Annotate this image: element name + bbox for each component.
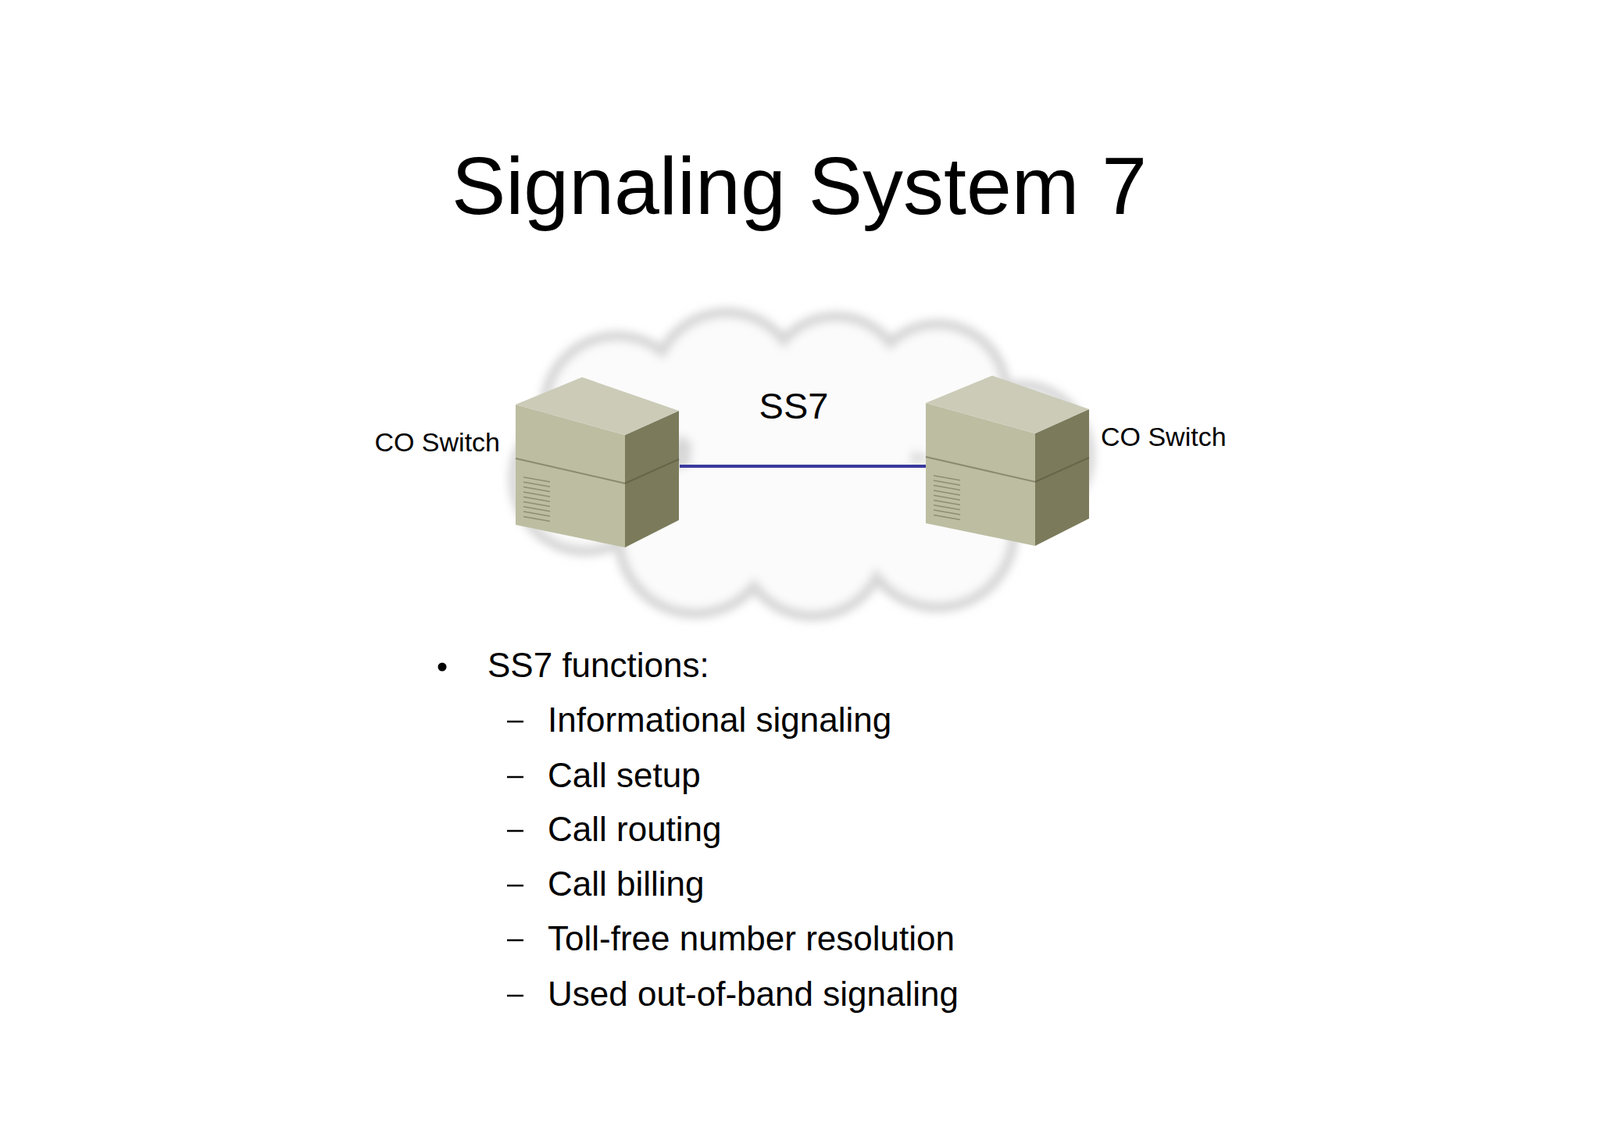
dash-mark	[507, 939, 524, 943]
switch-vent	[933, 485, 961, 491]
switch-divider	[625, 459, 679, 484]
dash-mark	[507, 830, 524, 833]
bullet-item: Toll-free number resolution	[547, 918, 955, 961]
switch-divider	[515, 458, 625, 484]
switch-vent	[933, 480, 961, 486]
slide-title: Signaling System 7	[451, 137, 1147, 236]
switch-vent	[933, 475, 961, 481]
signaling-link	[679, 464, 926, 468]
switch-vent	[523, 477, 550, 483]
bullet-item: Call billing	[547, 864, 705, 906]
switch-vent	[523, 496, 550, 502]
switch-box: CO Switch	[515, 377, 680, 550]
cloud-shadow	[508, 307, 1095, 622]
dash-mark	[507, 721, 524, 724]
bullet-item: Used out-of-band signaling	[547, 974, 959, 1016]
switch-vent	[933, 510, 961, 515]
switch-box: CO Switch	[925, 375, 1090, 548]
network-cloud: SS7 CO Switch CO Switch	[500, 310, 1102, 618]
dash-mark	[507, 776, 524, 779]
switch-divider	[1035, 457, 1090, 483]
switch-top	[515, 377, 679, 436]
switch-vent	[523, 502, 550, 508]
switch-vent	[523, 487, 550, 493]
switch-vent	[933, 490, 961, 496]
switch-vent	[523, 492, 550, 497]
switch-vent	[933, 514, 961, 520]
switch-vent	[933, 500, 961, 506]
cloud-puff	[689, 352, 912, 575]
switch-illustration	[925, 375, 1090, 548]
switch-vent	[523, 482, 550, 487]
switch-vent	[523, 511, 550, 517]
bullet-heading: SS7 functions:	[487, 645, 710, 687]
bullet-item: Informational signaling	[547, 700, 892, 742]
switch-illustration	[515, 377, 680, 550]
bullet-item: Call routing	[547, 809, 722, 851]
network-label: SS7	[759, 384, 829, 429]
switch-label: CO Switch	[1100, 421, 1227, 454]
switch-vent	[933, 505, 961, 511]
switch-vent	[933, 495, 961, 500]
bullet-dot	[438, 663, 447, 672]
switch-vent	[523, 516, 550, 522]
switch-divider	[925, 457, 1036, 483]
dash-mark	[507, 995, 524, 998]
switch-top	[925, 375, 1090, 434]
bullet-item: Call setup	[547, 755, 701, 797]
dash-mark	[507, 885, 524, 888]
switch-vent	[523, 507, 550, 512]
switch-label: CO Switch	[374, 426, 500, 459]
